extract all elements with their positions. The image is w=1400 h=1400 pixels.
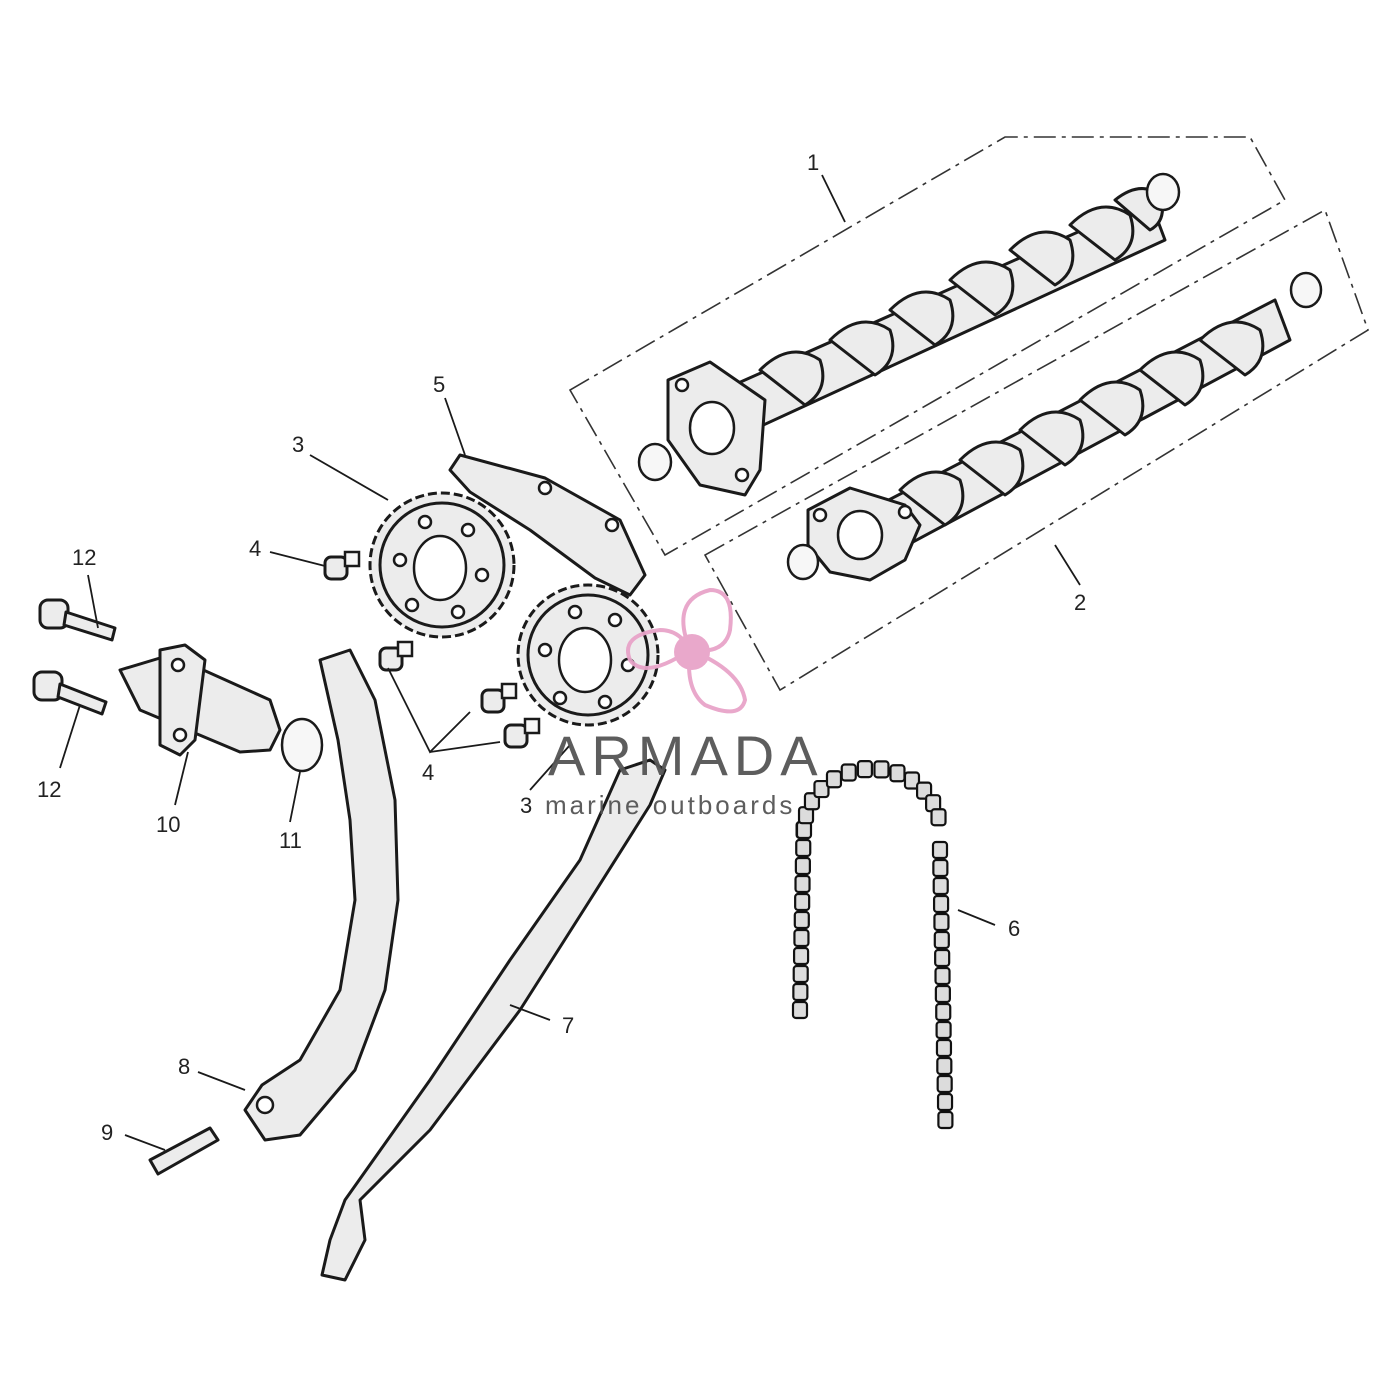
chain-tensioner-guide: [243, 648, 400, 1142]
camshaft-upper: [637, 172, 1181, 497]
callout-4-lower: 4: [422, 760, 434, 785]
callout-12-upper: 12: [72, 545, 96, 570]
chain-link: [793, 910, 810, 930]
bolt-4-a: [323, 550, 361, 581]
chain-link: [937, 1110, 954, 1130]
camshaft-1-group-outline: [568, 136, 1287, 557]
chain-link: [856, 760, 873, 779]
callout-3-upper: 3: [292, 432, 304, 457]
chain-link: [795, 838, 812, 858]
chain-guide-plate: [448, 453, 647, 597]
chain-link: [933, 930, 950, 950]
callout-11: 11: [279, 828, 302, 853]
callout-labels: 1 2 3 3 4 4 5 6 7 8 9 10 11 12 12: [37, 150, 1086, 1145]
chain-link: [903, 771, 921, 790]
chain-link: [932, 894, 950, 914]
tensioner-bolt-upper: [38, 598, 117, 642]
chain-link: [840, 763, 857, 782]
cam-sprocket-upper: [368, 491, 516, 639]
camshaft-lower: [786, 271, 1323, 582]
bolt-4-b: [378, 640, 414, 672]
callout-6: 6: [1008, 916, 1020, 941]
chain-link: [792, 964, 809, 984]
chain-link: [793, 928, 810, 948]
propeller-logo-icon: [626, 587, 748, 714]
callout-3-lower: 3: [520, 793, 532, 818]
chain-link: [934, 984, 951, 1004]
fixed-chain-guide: [320, 758, 667, 1282]
chain-link: [936, 1092, 954, 1112]
chain-tensioner: [118, 643, 282, 757]
guide-pivot-hole: [255, 1095, 275, 1115]
chain-link: [935, 1020, 952, 1040]
chain-link: [792, 946, 810, 966]
callout-8: 8: [178, 1054, 190, 1079]
chain-link: [933, 912, 950, 932]
chain-link: [930, 808, 947, 827]
callout-10: 10: [156, 812, 180, 837]
camshaft-2-group-outline: [703, 208, 1369, 692]
timing-chain: [791, 760, 954, 1130]
tensioner-o-ring: [280, 717, 324, 773]
cam-sprocket-lower: [516, 583, 660, 727]
sprocket-bolts: [323, 550, 541, 749]
bolt-4-d: [503, 717, 541, 749]
callout-12-lower: 12: [37, 777, 61, 802]
chain-link: [792, 982, 809, 1002]
chain-link: [794, 874, 811, 894]
callout-9: 9: [101, 1120, 113, 1145]
chain-link: [813, 779, 830, 799]
chain-link: [889, 764, 906, 783]
leader-lines: [59, 174, 1081, 1151]
chain-link: [935, 1002, 952, 1022]
chain-link: [932, 858, 949, 878]
callout-5: 5: [433, 372, 445, 397]
callout-4-upper: 4: [249, 536, 261, 561]
chain-link: [794, 856, 811, 876]
chain-link: [825, 770, 843, 789]
watermark-tagline: marine outboards: [545, 790, 795, 820]
tensioner-bolt-lower: [32, 670, 108, 716]
chain-link: [873, 760, 890, 779]
chain-link: [794, 892, 811, 912]
bolt-4-c: [480, 682, 518, 714]
callout-2: 2: [1074, 590, 1086, 615]
chain-link: [932, 876, 949, 896]
callout-1: 1: [807, 150, 819, 175]
chain-link: [931, 840, 949, 860]
chain-link: [934, 948, 951, 968]
chain-link: [795, 820, 813, 840]
watermark-brand: ARMADA: [548, 724, 824, 787]
chain-link: [936, 1074, 953, 1094]
callout-7: 7: [562, 1013, 574, 1038]
chain-link: [934, 966, 951, 986]
chain-link: [936, 1056, 953, 1076]
chain-link: [935, 1038, 953, 1058]
guide-pivot-pin: [148, 1126, 220, 1176]
chain-link: [791, 1000, 809, 1020]
armada-watermark: ARMADA marine outboards: [545, 587, 824, 820]
